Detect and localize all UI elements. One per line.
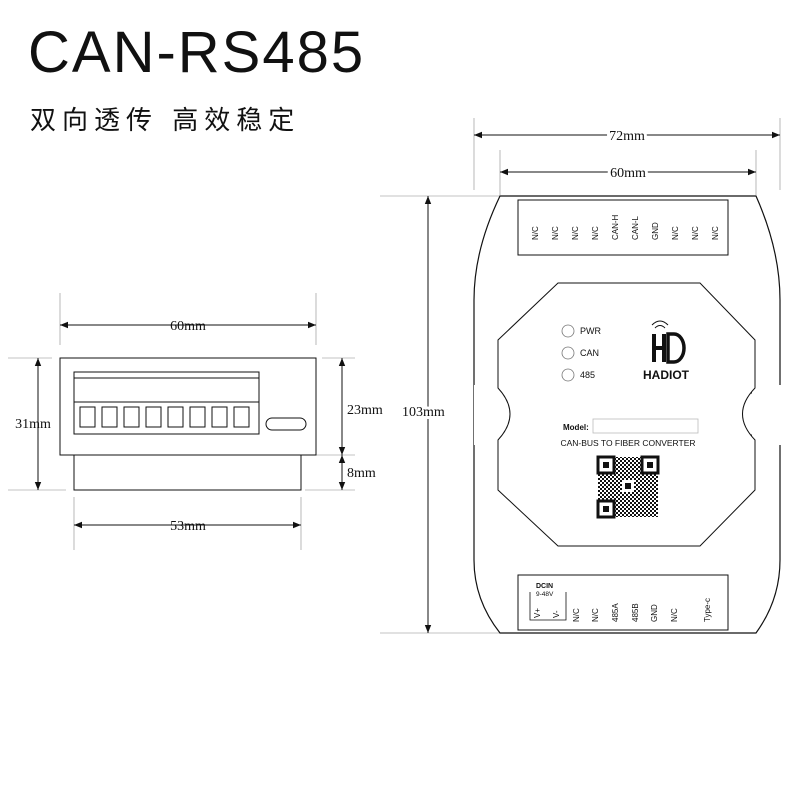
- led-label-pwr: PWR: [580, 326, 601, 336]
- top-body-width-label: 60mm: [610, 166, 646, 181]
- brand-name: HADIOT: [643, 368, 690, 382]
- front-lower-label: 8mm: [347, 466, 376, 481]
- front-view: [8, 293, 355, 550]
- bottom-terminal: [517, 574, 729, 631]
- led-label-can: CAN: [580, 348, 599, 358]
- type-c-label: Type-c: [703, 598, 712, 622]
- top-pin-label: N/C: [591, 226, 600, 240]
- 485-led-icon: [561, 368, 575, 382]
- bottom-pin-labels: DCIN 9-48V V+ V- N/C N/C 485A 485B GND N…: [529, 583, 712, 622]
- top-pin-label: CAN-H: [611, 214, 620, 240]
- power-bracket: [529, 592, 567, 621]
- usb-port: [265, 417, 307, 431]
- power-pin-label: V-: [552, 610, 561, 618]
- top-total-width-label: 72mm: [609, 129, 645, 144]
- terminal-slots: [79, 406, 250, 428]
- front-width-label: 60mm: [170, 319, 206, 334]
- top-terminal: [517, 199, 729, 256]
- bottom-pin-label: GND: [650, 604, 659, 622]
- dcin-label: DCIN: [536, 583, 553, 590]
- top-pin-labels: N/C N/C N/C N/C CAN-H CAN-L GND N/C N/C …: [531, 214, 720, 240]
- pwr-led-icon: [561, 324, 575, 338]
- top-pin-label: N/C: [671, 226, 680, 240]
- front-base-width-label: 53mm: [170, 519, 206, 534]
- can-led-icon: [561, 346, 575, 360]
- top-pin-label: N/C: [571, 226, 580, 240]
- power-range-label: 9-48V: [536, 591, 554, 598]
- top-height-label: 103mm: [402, 405, 445, 420]
- qr-code: [596, 455, 660, 519]
- top-pin-label: CAN-L: [631, 215, 640, 240]
- bottom-pin-label: N/C: [591, 608, 600, 622]
- page-title: CAN-RS485: [28, 20, 366, 85]
- led-label-485: 485: [580, 370, 595, 380]
- power-pin-label: V+: [533, 608, 542, 618]
- bottom-pin-label: N/C: [670, 608, 679, 622]
- top-pin-label: N/C: [531, 226, 540, 240]
- led-indicators: PWR CAN 485: [561, 324, 601, 382]
- front-height-label: 31mm: [15, 417, 51, 432]
- label-panel: [497, 282, 756, 547]
- brand-logo-icon: [651, 320, 686, 364]
- bottom-pin-label: 485A: [611, 603, 620, 622]
- bottom-pin-label: 485B: [631, 603, 640, 622]
- top-pin-label: GND: [651, 222, 660, 240]
- product-name: CAN-BUS TO FIBER CONVERTER: [560, 438, 695, 448]
- model-field: [592, 418, 699, 434]
- top-pin-label: N/C: [551, 226, 560, 240]
- device-top-view: [473, 195, 782, 634]
- top-pin-label: N/C: [711, 226, 720, 240]
- top-view-dimensions: [380, 118, 781, 634]
- model-label: Model:: [563, 423, 589, 432]
- top-pin-label: N/C: [691, 226, 700, 240]
- bottom-pin-label: N/C: [572, 608, 581, 622]
- front-upper-label: 23mm: [347, 403, 383, 418]
- page-subtitle: 双向透传 高效稳定: [30, 106, 301, 136]
